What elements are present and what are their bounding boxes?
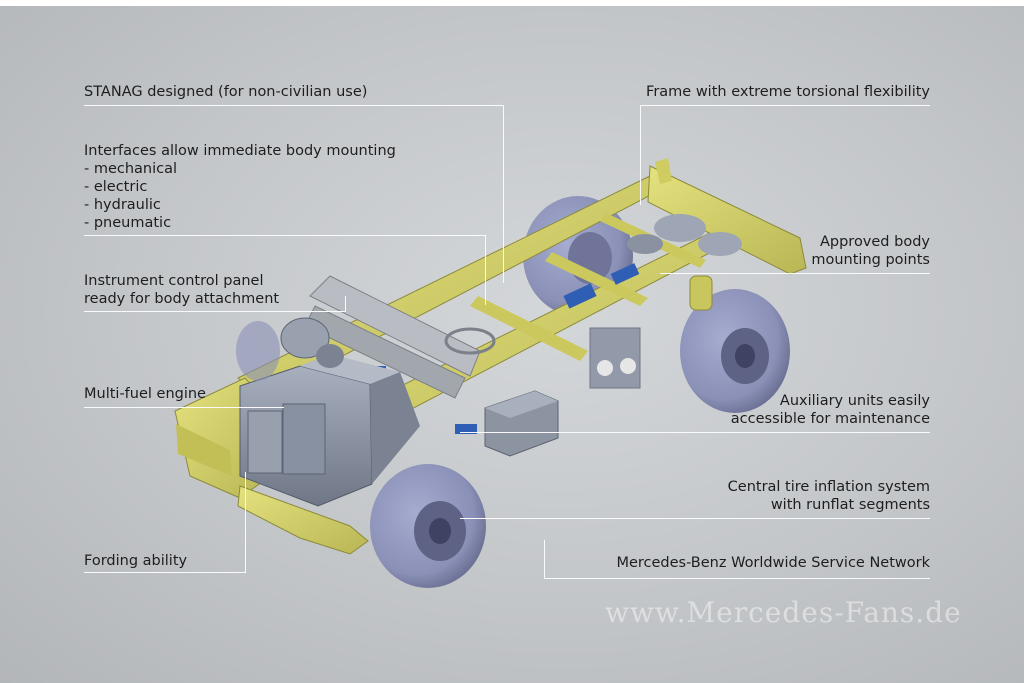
leader-stanag-v <box>503 105 504 283</box>
callout-auxiliary: Auxiliary units easily accessible for ma… <box>730 393 930 427</box>
leader-instrument-h <box>84 311 346 312</box>
watermark: www.Mercedes-Fans.de <box>605 596 962 629</box>
auxiliary-box <box>484 390 559 457</box>
callout-service: Mercedes-Benz Worldwide Service Network <box>616 555 930 571</box>
engine-block <box>239 317 420 507</box>
leader-frame-h <box>640 105 930 106</box>
leader-engine <box>84 407 284 408</box>
leader-service-v <box>544 540 545 578</box>
callout-mounting: Approved body mounting points <box>811 234 930 268</box>
leader-auxiliary <box>460 432 930 433</box>
rear-right-tire <box>680 289 790 413</box>
leader-fording-v <box>245 472 246 572</box>
leader-service-h <box>544 578 930 579</box>
callout-stanag: STANAG designed (for non-civilian use) <box>84 84 368 100</box>
leader-fording-h <box>84 572 246 573</box>
callout-frame: Frame with extreme torsional flexibility <box>646 84 930 100</box>
callout-engine: Multi-fuel engine <box>84 386 206 402</box>
chassis-illustration <box>174 158 807 588</box>
diagram-canvas: STANAG designed (for non-civilian use) I… <box>0 6 1024 683</box>
leader-interfaces-h <box>84 235 486 236</box>
callout-instrument: Instrument control panel ready for body … <box>84 273 280 307</box>
leader-mounting <box>660 273 930 274</box>
leader-frame-v <box>640 105 641 205</box>
leader-instrument-v <box>345 296 346 311</box>
callout-tire: Central tire inflation system with runfl… <box>727 479 930 513</box>
rear-components <box>589 214 742 389</box>
front-left-tire <box>236 321 280 381</box>
leader-interfaces-v <box>485 235 486 305</box>
callout-interfaces: Interfaces allow immediate body mounting… <box>84 143 396 231</box>
leader-stanag-h <box>84 105 504 106</box>
callout-fording: Fording ability <box>84 553 188 569</box>
front-right-tire <box>370 464 486 588</box>
leader-tire <box>460 518 930 519</box>
